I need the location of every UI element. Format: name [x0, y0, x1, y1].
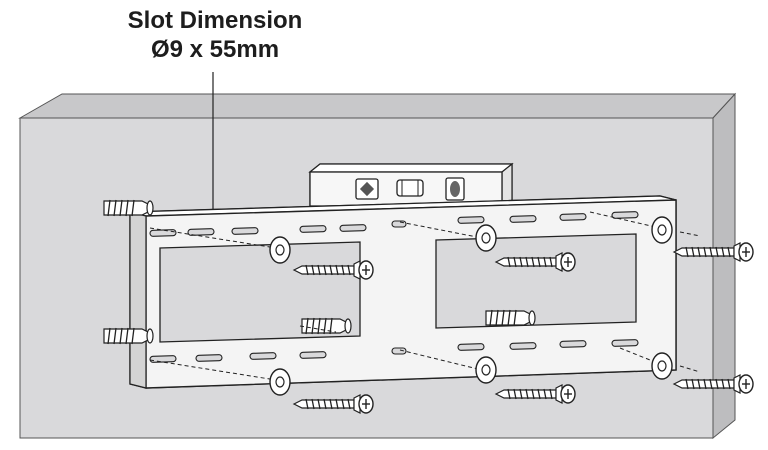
wall-anchor — [103, 327, 154, 345]
washer — [475, 224, 497, 252]
wall-plate-bracket — [129, 195, 677, 389]
callout-title: Slot Dimension — [127, 7, 303, 34]
washer — [269, 368, 291, 396]
washer — [651, 352, 673, 380]
bubble-level — [308, 162, 514, 208]
callout-value: Ø9 x 55mm — [150, 36, 280, 63]
alignment-guides — [149, 211, 701, 381]
washer — [651, 216, 673, 244]
slot-dimension-callout: Slot Dimension Ø9 x 55mm — [120, 6, 310, 64]
wall-anchor — [103, 199, 154, 217]
wall-anchor — [301, 317, 352, 335]
wall-anchor — [485, 309, 536, 327]
washer — [475, 356, 497, 384]
washer — [269, 236, 291, 264]
